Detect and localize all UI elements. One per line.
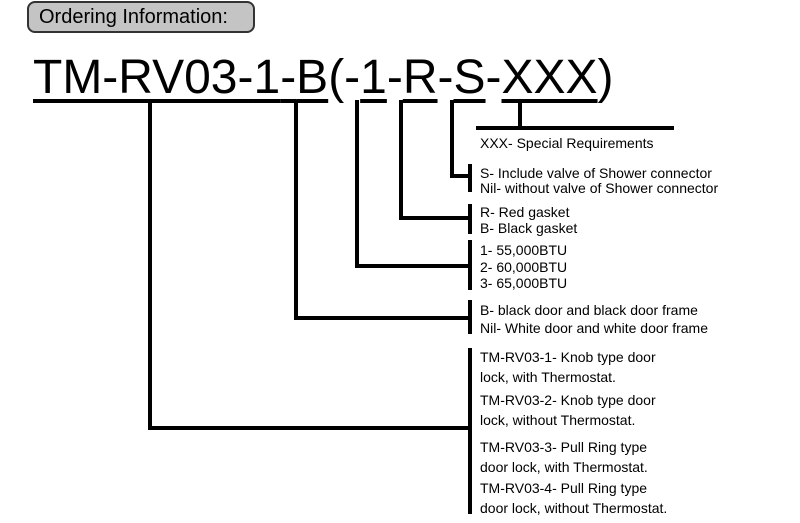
code-dash: -	[437, 51, 454, 104]
code-seg-door: B	[296, 51, 329, 104]
option-valve-1: S- Include valve of Shower connector	[480, 165, 712, 181]
connector-type	[148, 100, 472, 514]
code-dash: -	[386, 51, 403, 104]
option-gasket-2: B- Black gasket	[480, 220, 578, 236]
option-type-1b: lock, with Thermostat.	[480, 369, 616, 385]
connector-door	[294, 100, 472, 334]
connector-power	[355, 100, 472, 290]
option-special-1: XXX- Special Requirements	[480, 135, 654, 151]
connector-special	[476, 100, 674, 130]
code-dash: -	[485, 51, 502, 104]
option-power-2: 2- 60,000BTU	[480, 259, 568, 275]
connector-gasket	[399, 100, 472, 234]
model-code: TM-RV03-1-B(-1-R-S-XXX)	[33, 52, 614, 104]
option-power-1: 1- 55,000BTU	[480, 242, 568, 258]
option-type-3a: TM-RV03-3- Pull Ring type	[480, 439, 648, 455]
option-type-4b: door lock, without Thermostat.	[480, 500, 668, 516]
option-type-3b: door lock, with Thermostat.	[480, 459, 648, 475]
option-valve-2: Nil- without valve of Shower connector	[480, 180, 719, 196]
connector-valve	[450, 100, 472, 192]
code-close-paren: )	[597, 51, 614, 104]
code-base: TM-RV03-	[33, 51, 254, 104]
option-door-1: B- black door and black door frame	[480, 302, 698, 318]
option-type-1a: TM-RV03-1- Knob type door	[480, 349, 656, 365]
code-seg-type: 1	[253, 51, 281, 104]
option-gasket-1: R- Red gasket	[480, 204, 570, 220]
code-open-paren: (-	[328, 51, 361, 104]
code-seg-special: XXX	[501, 51, 598, 104]
option-type-4a: TM-RV03-4- Pull Ring type	[480, 480, 648, 496]
code-seg-gasket: R	[402, 51, 438, 104]
code-seg-valve: S	[453, 51, 486, 104]
option-type-2a: TM-RV03-2- Knob type door	[480, 392, 656, 408]
option-power-3: 3- 65,000BTU	[480, 275, 568, 291]
option-door-2: Nil- White door and white door frame	[480, 320, 708, 336]
code-dash: -	[280, 51, 297, 104]
ordering-information-header: Ordering Information:	[27, 1, 255, 33]
code-seg-power: 1	[360, 51, 387, 104]
option-type-2b: lock, without Thermostat.	[480, 412, 636, 428]
